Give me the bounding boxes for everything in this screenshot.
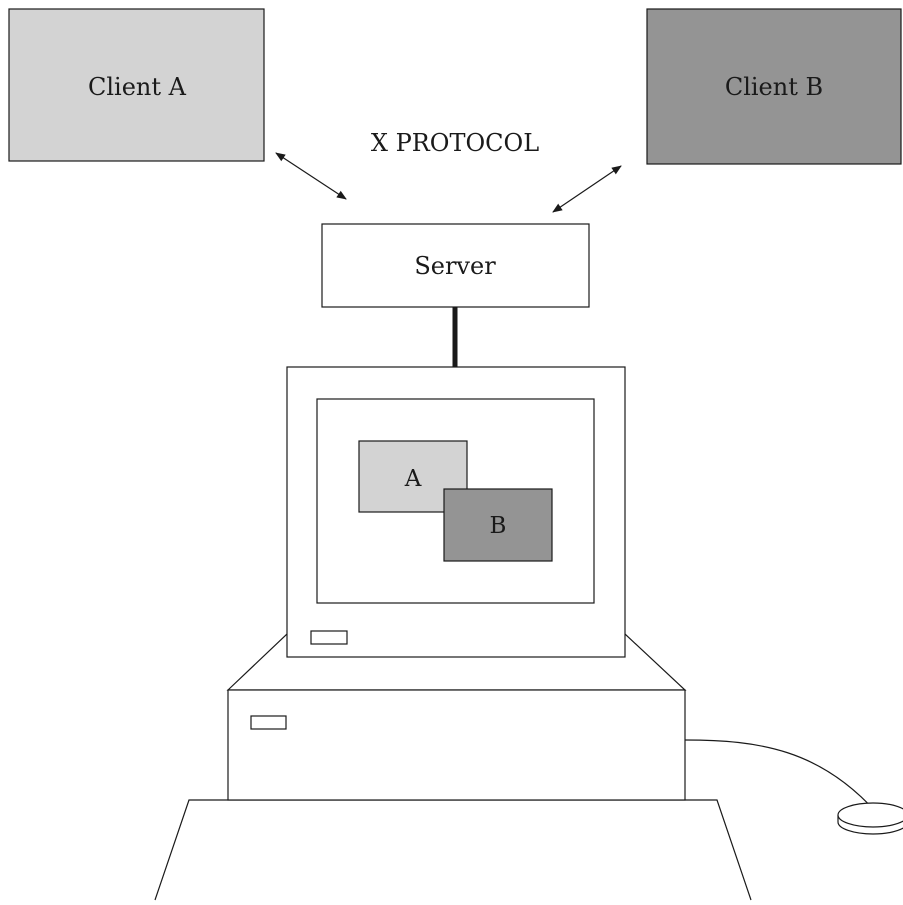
- mouse: [837, 802, 903, 835]
- computer-base: [226, 633, 687, 801]
- server-box: [321, 223, 590, 308]
- mouse-cable: [684, 739, 877, 813]
- monitor: A B: [286, 366, 626, 658]
- client-a-server-arrow: [275, 152, 347, 200]
- base-front: [227, 689, 686, 801]
- server-node: Server: [321, 223, 590, 308]
- client-a-node: Client A: [8, 8, 265, 162]
- client-b-server-arrow: [552, 165, 622, 213]
- screen-window-b: [443, 488, 553, 562]
- client-a-label: Client A: [88, 73, 187, 101]
- server-label: Server: [414, 252, 496, 280]
- desk: [154, 799, 752, 901]
- monitor-button: [310, 630, 348, 645]
- client-b-box: [646, 8, 902, 165]
- client-b-node: Client B: [646, 8, 902, 165]
- client-b-label: Client B: [725, 73, 823, 101]
- protocol-label: X PROTOCOL: [371, 129, 539, 157]
- mouse-body-top: [837, 802, 903, 828]
- client-a-box: [8, 8, 265, 162]
- screen-window-b-label: B: [490, 513, 507, 539]
- drive-slot: [250, 715, 287, 730]
- screen-window-a-label: A: [404, 466, 422, 492]
